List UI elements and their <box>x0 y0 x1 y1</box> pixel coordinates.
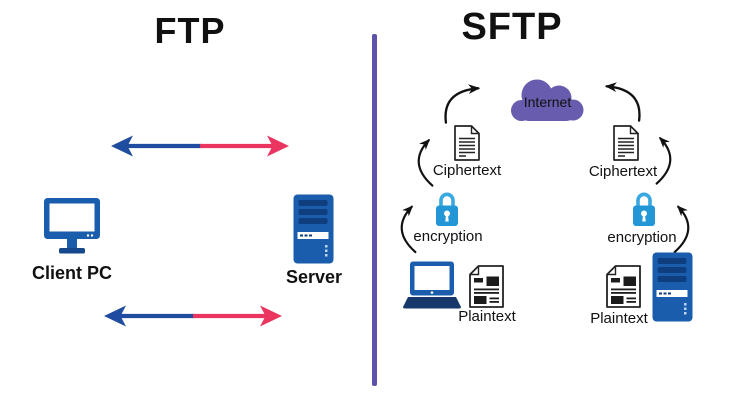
sftp-title: SFTP <box>461 6 563 48</box>
padlock-icon-right <box>630 188 658 228</box>
curved-arrow-right-to-lock <box>671 203 700 254</box>
ciphertext-label-right: Ciphertext <box>588 163 658 180</box>
curved-arrow-right-to-cloud <box>596 80 643 122</box>
ciphertext-label-left: Ciphertext <box>432 162 502 179</box>
panel-divider <box>372 34 377 386</box>
laptop-icon <box>401 260 462 311</box>
encryption-label-right: encryption <box>607 229 677 246</box>
server-tower-icon-sftp <box>651 251 694 323</box>
curved-arrow-right-to-ciphertext <box>653 134 682 186</box>
curved-arrow-left-to-cloud <box>442 82 489 124</box>
encryption-label-left: encryption <box>413 228 483 245</box>
internet-label: Internet <box>523 94 572 110</box>
ftp-bidirectional-arrow-bottom <box>103 302 283 330</box>
plaintext-document-icon-left <box>468 264 505 309</box>
plaintext-label-right: Plaintext <box>590 310 648 327</box>
plaintext-label-left: Plaintext <box>458 308 516 325</box>
ciphertext-document-icon-right <box>612 124 640 162</box>
client-pc-label: Client PC <box>31 263 112 283</box>
padlock-icon-left <box>433 188 461 228</box>
server-tower-icon-ftp <box>292 193 335 265</box>
curved-arrow-left-to-ciphertext <box>407 136 436 188</box>
ftp-bidirectional-arrow-top <box>110 132 290 160</box>
plaintext-document-icon-right <box>605 264 642 309</box>
internet-cloud-icon <box>509 76 586 129</box>
desktop-monitor-icon <box>42 195 102 258</box>
ciphertext-document-icon-left <box>453 124 481 162</box>
ftp-title: FTP <box>154 10 226 51</box>
curved-arrow-left-to-lock <box>390 203 419 254</box>
server-label: Server <box>285 267 343 287</box>
